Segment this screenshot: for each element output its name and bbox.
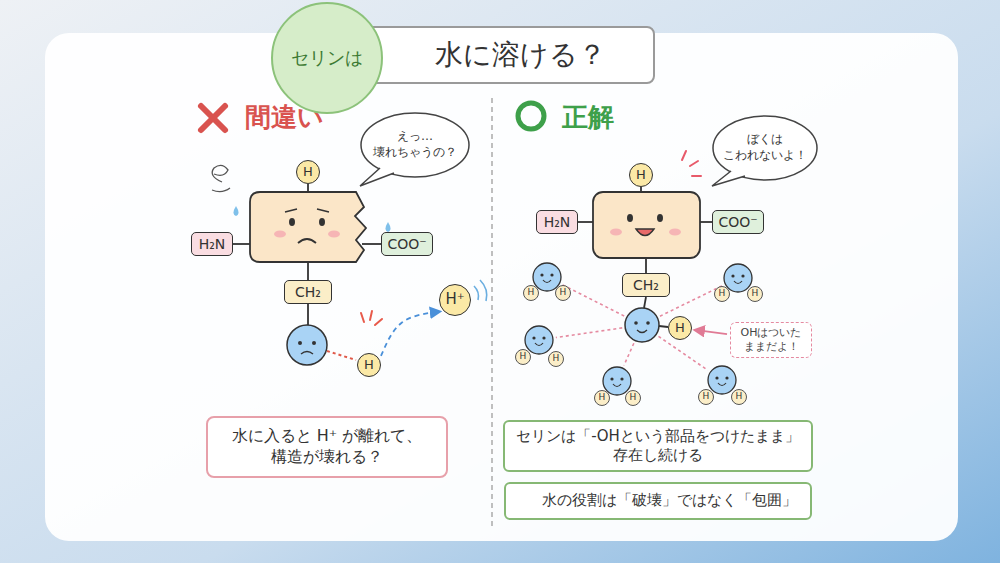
- hydrogen-bond: [556, 328, 622, 338]
- carboxylate-group: COO⁻: [381, 232, 433, 256]
- amino-group: H₂N: [536, 210, 578, 234]
- sad-face: [274, 209, 340, 243]
- node-text: H: [675, 320, 685, 337]
- node-text: H: [599, 392, 606, 404]
- node-text: H: [303, 164, 313, 181]
- node-text: H: [520, 351, 527, 363]
- node-text: 水に入ると H⁺ が離れて、 構造が壊れる？: [218, 426, 436, 468]
- water-hydrogen: H: [747, 286, 763, 302]
- callout-note: OHはついた ままだよ！: [730, 322, 812, 358]
- broken-body: [250, 192, 366, 262]
- divider: [491, 98, 493, 526]
- methylene-group: CH₂: [622, 273, 670, 297]
- shock-marks: [361, 311, 382, 325]
- broken-bond: [327, 351, 356, 360]
- sweat-drops: [234, 206, 391, 232]
- hydrogen-atom: H: [296, 160, 320, 184]
- proton: H⁺: [439, 284, 471, 316]
- node-text: H: [703, 391, 710, 403]
- intact-body: [593, 192, 700, 258]
- water-hydrogen: H: [515, 349, 531, 365]
- water-hydrogen: H: [555, 285, 571, 301]
- node-text: COO⁻: [718, 213, 757, 231]
- water-hydrogen: H: [698, 389, 714, 405]
- hydrogen-bond: [562, 285, 624, 316]
- node-text: H: [528, 287, 535, 299]
- connector-arrow: [695, 330, 727, 334]
- happy-face: [610, 214, 681, 236]
- circle-mark: [518, 103, 544, 129]
- connector-arrow: [381, 311, 440, 356]
- bond-lines: [578, 187, 715, 327]
- hydrogen-bond: [624, 343, 634, 365]
- node-text: 水に溶ける？: [435, 37, 606, 73]
- title-tag: セリンは: [271, 2, 383, 114]
- title-box: 水に溶ける？: [355, 26, 655, 84]
- water-molecules: [525, 263, 752, 395]
- node-text: H⁺: [445, 290, 464, 310]
- bubble-shape: [712, 116, 817, 186]
- cross-mark: [201, 106, 225, 130]
- bond-lines: [233, 184, 383, 325]
- node-text: H: [364, 357, 374, 374]
- node-text: CH₂: [295, 283, 321, 301]
- node-text: セリンは: [291, 46, 363, 69]
- dizzy-swirl: [212, 165, 230, 191]
- water-oxygen: [603, 367, 631, 395]
- water-hydrogen: H: [523, 285, 539, 301]
- node-text: H₂N: [199, 235, 226, 253]
- water-hydrogen: H: [625, 390, 641, 406]
- role-box: 水の役割は「破壊」ではなく「包囲」: [504, 482, 812, 520]
- water-hydrogen: H: [714, 286, 730, 302]
- answer-box: セリンは「-OHという部品をつけたまま」 存在し続ける: [503, 420, 813, 472]
- hydrogen-bond: [658, 336, 708, 370]
- header-correct: 正解: [562, 100, 614, 135]
- motion-lines: [474, 280, 487, 301]
- hydrogen-atom: H: [357, 353, 381, 377]
- hydrogen-atom: H: [629, 163, 653, 187]
- water-oxygen: [708, 366, 736, 394]
- joy-marks: [682, 151, 701, 176]
- node-text: H: [752, 288, 759, 300]
- node-text: セリンは「-OHという部品をつけたまま」 存在し続ける: [513, 427, 803, 466]
- node-text: OHはついた ままだよ！: [735, 326, 807, 355]
- node-text: H: [719, 288, 726, 300]
- speech-bubble: えっ… 壊れちゃうの？: [366, 96, 464, 194]
- oxygen-atom: [625, 308, 659, 342]
- node-text: えっ… 壊れちゃうの？: [368, 129, 462, 160]
- question-box: 水に入ると H⁺ が離れて、 構造が壊れる？: [206, 416, 448, 478]
- node-text: H: [736, 391, 743, 403]
- water-hydrogen: H: [594, 390, 610, 406]
- node-text: H₂N: [544, 213, 571, 231]
- water-oxygen: [525, 326, 553, 354]
- speech-bubble: ぼくは こわれないよ！: [718, 101, 812, 195]
- panel: [45, 33, 958, 541]
- hydrogen-atom: H: [668, 316, 692, 340]
- water-oxygen: [724, 264, 752, 292]
- bubble-shape: [360, 113, 469, 186]
- node-text: CH₂: [633, 276, 659, 294]
- water-hydrogen: H: [731, 389, 747, 405]
- node-text: H: [553, 353, 560, 365]
- carboxylate-group: COO⁻: [712, 210, 764, 234]
- node-text: COO⁻: [387, 235, 426, 253]
- node-text: H: [636, 167, 646, 184]
- water-hydrogen: H: [548, 351, 564, 367]
- amino-group: H₂N: [191, 232, 233, 256]
- node-text: H: [560, 287, 567, 299]
- node-text: H: [630, 392, 637, 404]
- node-text: ぼくは こわれないよ！: [720, 132, 810, 163]
- methylene-group: CH₂: [284, 280, 332, 304]
- node-text: 水の役割は「破壊」ではなく「包囲」: [542, 491, 797, 511]
- oxygen-atom: [287, 325, 327, 365]
